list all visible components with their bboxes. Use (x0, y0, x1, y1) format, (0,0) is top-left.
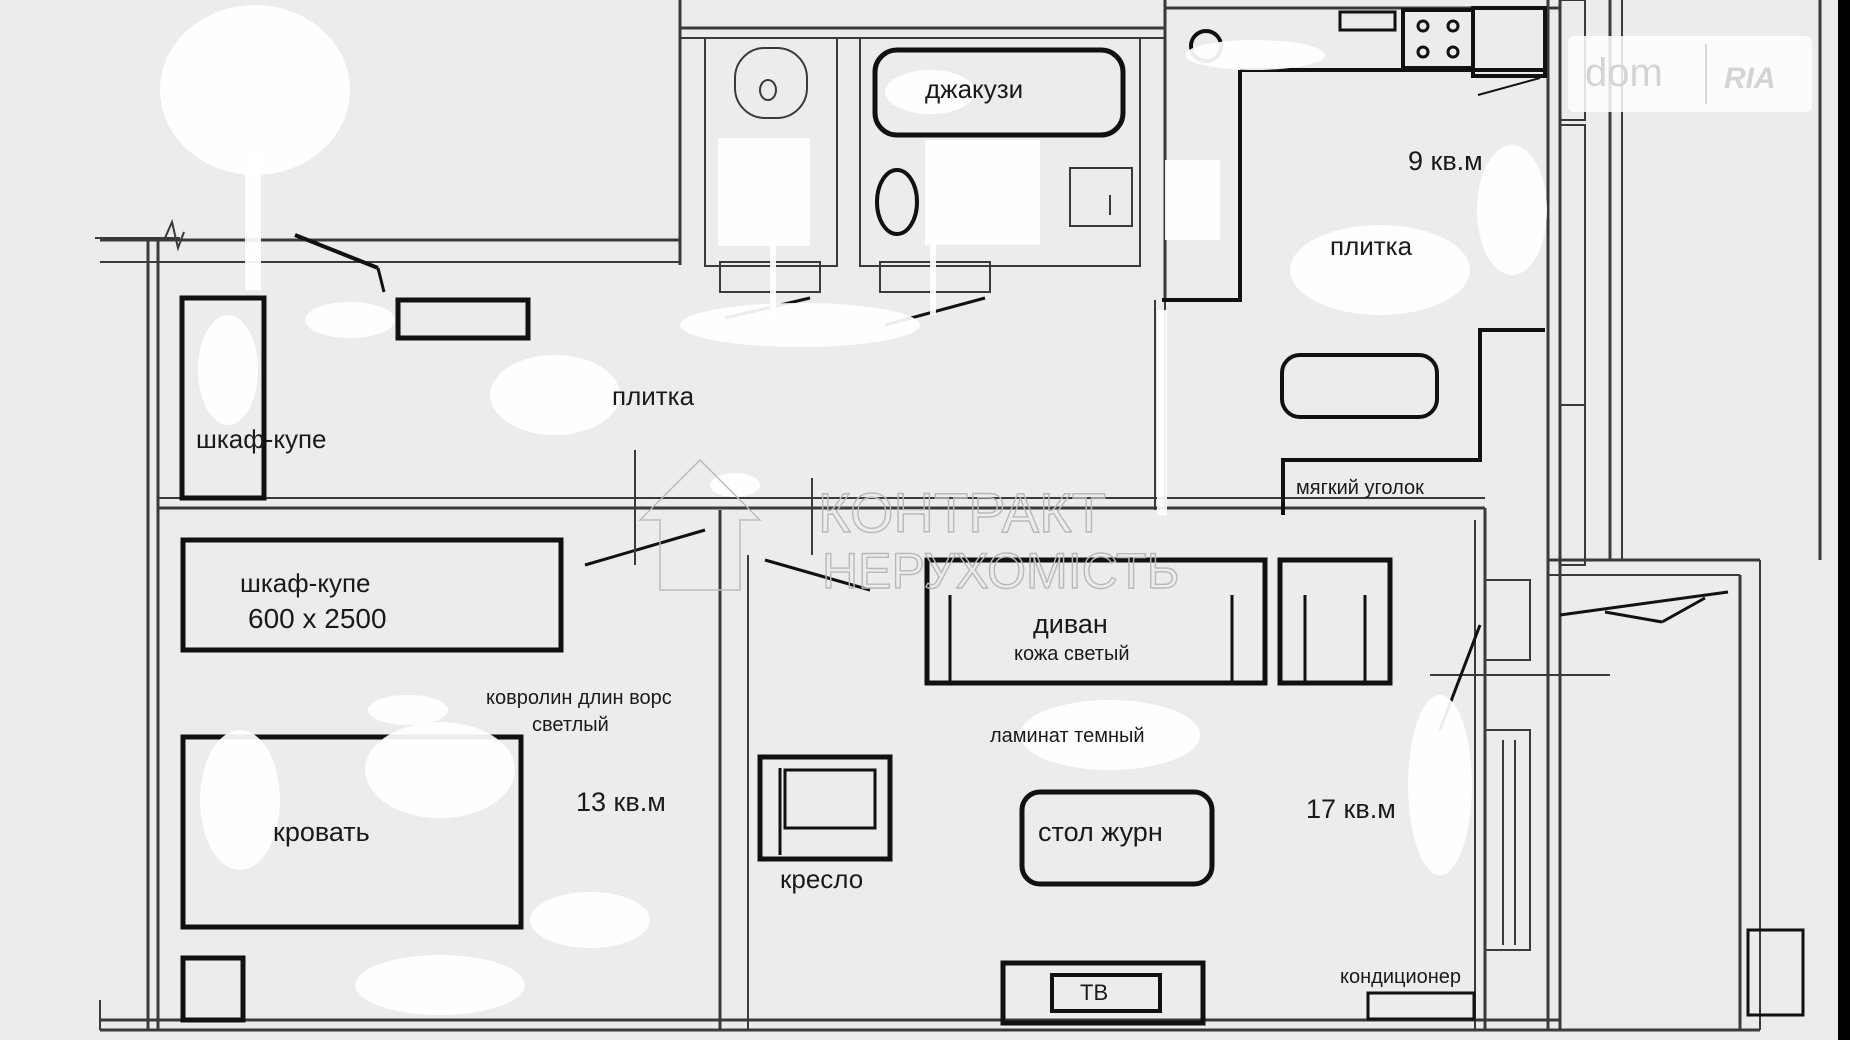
watermark-brand-line1: КОНТРАКТ (818, 481, 1106, 544)
fixtures (734, 6, 1547, 515)
jacuzzi-label: джакузи (925, 74, 1023, 104)
tv-outline (1050, 973, 1162, 1013)
carpet-label-line1: ковролин длин ворс (486, 687, 672, 709)
tv-stand-outline (1000, 960, 1206, 1026)
soft-corner-label: мягкий уголок (1296, 477, 1424, 499)
room-labels: джакузи 9 кв.м плитка плитка шкаф-купе м… (196, 74, 1483, 1005)
dom-logo-text: dom (1585, 51, 1663, 95)
furniture (179, 295, 1805, 1026)
armchair-outline (757, 754, 893, 862)
carpet-label-line2: светлый (532, 714, 609, 736)
kitchen-table (1280, 353, 1439, 419)
kitchen-area-label: 9 кв.м (1408, 146, 1483, 176)
sofa-chair-outline (1277, 557, 1393, 686)
kitchen-floor-label: плитка (1330, 231, 1413, 261)
armchair-label: кресло (780, 864, 863, 894)
laminate-label: ламинат темный (990, 725, 1145, 747)
nightstand (180, 955, 246, 1023)
coffee-table-outline (1019, 789, 1215, 887)
dom-ria-logo: dom RIA (1568, 36, 1812, 112)
ria-logo-text: RIA (1724, 62, 1776, 95)
sofa-note-label: кожа светый (1014, 643, 1130, 665)
hall-wardrobe-label: шкаф-купе (196, 424, 327, 454)
air-conditioner-label: кондиционер (1340, 966, 1461, 988)
hall-floor-label: плитка (612, 381, 695, 411)
bedroom-area-label: 13 кв.м (576, 787, 666, 817)
watermark-brand-line2: НЕРУХОМІСТЬ (822, 543, 1179, 599)
bedroom-wardrobe-label: шкаф-купе (240, 568, 371, 598)
bath-outline (872, 47, 1126, 138)
hall-shelf (395, 297, 531, 341)
redaction-scribbles (160, 5, 1547, 1015)
coffee-table-label: стол журн (1038, 817, 1163, 847)
hall-wardrobe-outline (179, 295, 267, 501)
tv-label: ТВ (1080, 980, 1108, 1005)
bedroom-wardrobe-outline (180, 537, 564, 653)
living-area-label: 17 кв.м (1306, 794, 1396, 824)
right-black-margin (1838, 0, 1850, 1040)
bed-outline (180, 734, 524, 930)
sofa-label: диван (1033, 609, 1108, 639)
air-conditioner-outline (1366, 991, 1476, 1021)
bedroom-wardrobe-size-label: 600 х 2500 (248, 603, 387, 634)
sofa-outline (924, 557, 1268, 686)
radiator-outline (1746, 928, 1805, 1017)
bed-label: кровать (273, 817, 370, 847)
contract-watermark: КОНТРАКТ НЕРУХОМІСТЬ (638, 459, 1180, 600)
